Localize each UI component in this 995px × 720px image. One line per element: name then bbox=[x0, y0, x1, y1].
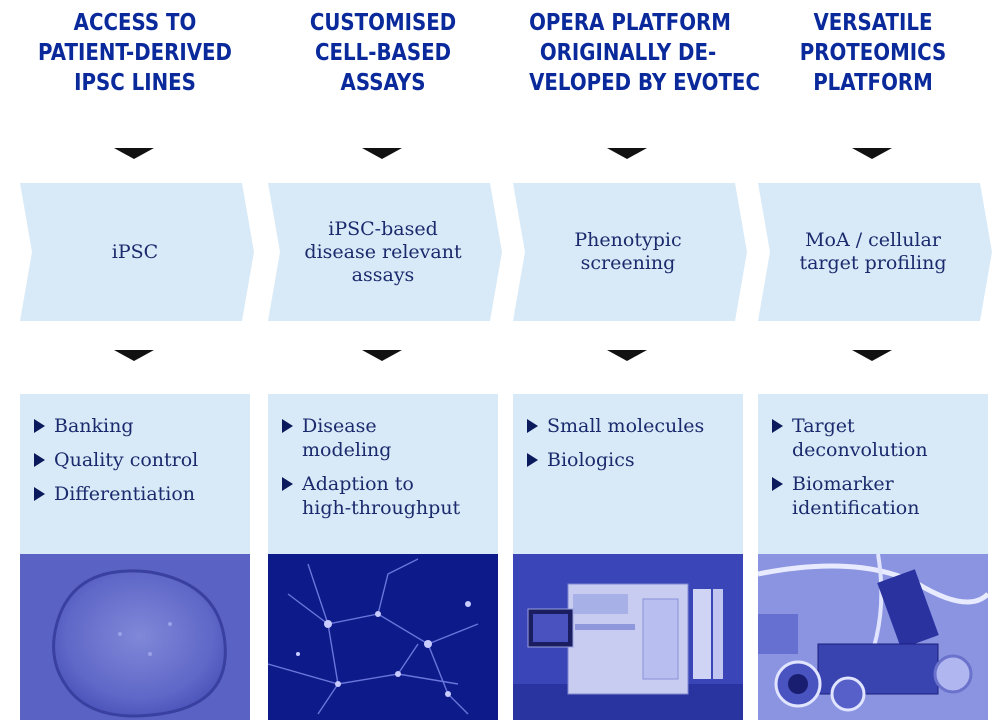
heading-line: PLATFORM bbox=[813, 70, 933, 96]
heading-line: PATIENT-DERIVED bbox=[38, 40, 232, 66]
triangle-bullet-icon bbox=[34, 453, 45, 467]
bullet-text: Banking bbox=[54, 415, 134, 437]
bullet-text: Biologics bbox=[547, 449, 635, 471]
neurons-image bbox=[268, 554, 498, 720]
triangle-bullet-icon bbox=[772, 419, 783, 433]
chevron-shape bbox=[513, 183, 747, 321]
heading-line: VELOPED BY EVOTEC bbox=[529, 70, 760, 96]
bullet-item: Quality control bbox=[32, 448, 250, 472]
chevron-step: Phenotypic screening bbox=[513, 183, 747, 321]
bullet-box: Small molecules Biologics bbox=[513, 394, 743, 554]
bullet-item: Small molecules bbox=[525, 414, 743, 438]
chevron-label-line: screening bbox=[580, 252, 676, 274]
bullet-text: Adaption to high-throughput bbox=[302, 473, 461, 519]
heading-line: ASSAYS bbox=[340, 70, 426, 96]
chevron-label-line: iPSC bbox=[111, 240, 159, 263]
chevron-label-line: MoA / cellular bbox=[805, 229, 941, 251]
triangle-bullet-icon bbox=[34, 419, 45, 433]
chevron-step: iPSC bbox=[20, 183, 254, 321]
column-heading: OPERA PLATFORM ORIGINALLY DE- VELOPED BY… bbox=[529, 8, 760, 98]
chevron-shape bbox=[758, 183, 992, 321]
chevron-label-line: Phenotypic bbox=[574, 229, 682, 251]
chevron-label-line: target profiling bbox=[799, 252, 947, 274]
chevron-label: iPSC-based disease relevant assays bbox=[278, 183, 488, 321]
bullet-item: Biologics bbox=[525, 448, 743, 472]
triangle-bullet-icon bbox=[34, 487, 45, 501]
chevron-step: iPSC-based disease relevant assays bbox=[268, 183, 502, 321]
chevron-label: iPSC bbox=[30, 183, 240, 321]
bullet-text: Biomarker identification bbox=[792, 473, 920, 519]
heading-line: IPSC LINES bbox=[74, 70, 196, 96]
column-heading: CUSTOMISED CELL-BASED ASSAYS bbox=[284, 8, 482, 98]
heading-line: PROTEOMICS bbox=[799, 40, 947, 66]
bullet-text: Disease modeling bbox=[302, 415, 392, 461]
bullet-item: Biomarker identification bbox=[770, 472, 988, 520]
bullet-text: Differentiation bbox=[54, 483, 196, 505]
column-heading: VERSATILE PROTEOMICS PLATFORM bbox=[774, 8, 972, 98]
heading-line: ACCESS TO bbox=[73, 10, 197, 36]
chevron-label-line: disease relevant bbox=[304, 240, 462, 263]
chevron-label-line: assays bbox=[351, 263, 415, 286]
triangle-bullet-icon bbox=[282, 419, 293, 433]
triangle-bullet-icon bbox=[772, 477, 783, 491]
heading-line: ORIGINALLY DE- bbox=[539, 40, 717, 66]
bullet-text: Target deconvolution bbox=[792, 415, 928, 461]
chevron-shape bbox=[20, 183, 254, 321]
bullet-box: Disease modeling Adaption to high-throug… bbox=[268, 394, 498, 554]
column-assays: CUSTOMISED CELL-BASED ASSAYS iPSC-based … bbox=[268, 0, 502, 720]
down-arrow-icon bbox=[852, 148, 892, 159]
heading-line: CELL-BASED bbox=[314, 40, 452, 66]
bullet-list: Banking Quality control Differentiation bbox=[20, 394, 250, 506]
down-arrow-icon bbox=[114, 350, 154, 361]
triangle-bullet-icon bbox=[282, 477, 293, 491]
bullet-item: Differentiation bbox=[32, 482, 250, 506]
bullet-item: Disease modeling bbox=[280, 414, 498, 462]
bullet-item: Target deconvolution bbox=[770, 414, 988, 462]
down-arrow-icon bbox=[114, 148, 154, 159]
chevron-label: MoA / cellular target profiling bbox=[768, 183, 978, 321]
down-arrow-icon bbox=[362, 350, 402, 361]
column-proteomics: VERSATILE PROTEOMICS PLATFORM MoA / cell… bbox=[758, 0, 992, 720]
bullet-item: Banking bbox=[32, 414, 250, 438]
bullet-list: Small molecules Biologics bbox=[513, 394, 743, 472]
heading-line: OPERA PLATFORM bbox=[529, 10, 731, 36]
chevron-label: Phenotypic screening bbox=[523, 183, 733, 321]
chevron-label-line: iPSC-based bbox=[328, 217, 438, 240]
column-heading: ACCESS TO PATIENT-DERIVED IPSC LINES bbox=[36, 8, 234, 98]
screening-instrument-image bbox=[513, 554, 743, 720]
down-arrow-icon bbox=[362, 148, 402, 159]
bullet-text: Quality control bbox=[54, 449, 199, 471]
chevron-step: MoA / cellular target profiling bbox=[758, 183, 992, 321]
column-ipsc: ACCESS TO PATIENT-DERIVED IPSC LINES iPS… bbox=[20, 0, 254, 720]
bullet-list: Disease modeling Adaption to high-throug… bbox=[268, 394, 498, 520]
bullet-box: Banking Quality control Differentiation bbox=[20, 394, 250, 554]
bullet-box: Target deconvolution Biomarker identific… bbox=[758, 394, 988, 554]
down-arrow-icon bbox=[852, 350, 892, 361]
triangle-bullet-icon bbox=[527, 419, 538, 433]
chevron-shape bbox=[268, 183, 502, 321]
down-arrow-icon bbox=[607, 350, 647, 361]
triangle-bullet-icon bbox=[527, 453, 538, 467]
ipsc-colony-image bbox=[20, 554, 250, 720]
bullet-list: Target deconvolution Biomarker identific… bbox=[758, 394, 988, 520]
proteomics-lab-image bbox=[758, 554, 988, 720]
column-screening: OPERA PLATFORM ORIGINALLY DE- VELOPED BY… bbox=[513, 0, 760, 720]
down-arrow-icon bbox=[607, 148, 647, 159]
bullet-item: Adaption to high-throughput bbox=[280, 472, 498, 520]
heading-line: CUSTOMISED bbox=[309, 10, 457, 36]
heading-line: VERSATILE bbox=[813, 10, 933, 36]
bullet-text: Small molecules bbox=[547, 415, 705, 437]
